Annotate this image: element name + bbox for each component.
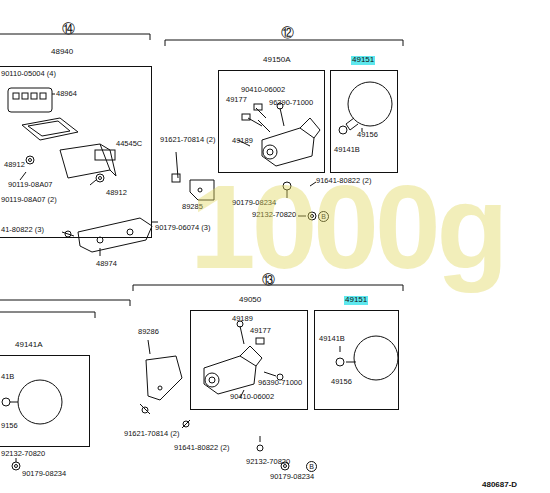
part-number: 49151 — [351, 56, 375, 65]
group-number: ⑫ — [281, 26, 294, 40]
part-number: 480687-D — [482, 481, 517, 490]
part-number: 49156 — [357, 131, 378, 139]
part-number: 90179-08234 — [22, 470, 66, 478]
part-number: 49189 — [232, 137, 253, 145]
part-number: 90410-06002 — [241, 86, 285, 94]
part-number: 49141A — [15, 341, 43, 350]
part-number: 92132-70820 — [246, 458, 290, 466]
part-number: 49177 — [226, 96, 247, 104]
part-number: 48912 — [4, 161, 25, 169]
part-number: 96390-71000 — [269, 99, 313, 107]
part-number: 90110-05004 (4) — [1, 70, 56, 78]
part-number: 91621-70814 (2) — [124, 430, 179, 438]
group-box: 49151 — [330, 70, 398, 173]
watermark: 1000g — [190, 168, 505, 286]
part-number: 41-80822 (3) — [1, 226, 44, 234]
part-number: 41B — [1, 373, 14, 381]
group-number: ⑭ — [62, 22, 75, 36]
part-number: 48964 — [56, 90, 77, 98]
part-number: 96390-71000 — [258, 379, 302, 387]
part-number: 49050 — [239, 296, 261, 305]
part-number: 89286 — [138, 328, 159, 336]
part-number: 49141B — [319, 335, 345, 343]
part-number: 9156 — [1, 422, 18, 430]
part-number: 48912 — [106, 189, 127, 197]
part-number: 91621-70814 (2) — [160, 136, 215, 144]
part-number: 90410-06002 — [230, 393, 274, 401]
group-box: 49141A — [0, 355, 90, 447]
reference-mark: B — [306, 461, 317, 472]
part-number: 49177 — [250, 327, 271, 335]
part-number: 92132-70820 — [1, 450, 45, 458]
group-box: 49151 — [314, 310, 399, 410]
part-number: 49189 — [232, 315, 253, 323]
part-number: 44545C — [116, 140, 142, 148]
part-number: 49151 — [344, 296, 368, 305]
part-number: 90119-08A07 — [8, 181, 52, 189]
part-number: 49156 — [331, 378, 352, 386]
part-number: 90119-08A07 (2) — [1, 196, 57, 204]
part-number: 48940 — [51, 48, 73, 57]
part-number: 90179-08234 — [270, 473, 314, 481]
part-number: 49150A — [263, 56, 291, 65]
part-number: 49141B — [334, 146, 360, 154]
part-number: 48974 — [96, 260, 117, 268]
part-number: 91641-80822 (2) — [174, 444, 229, 452]
